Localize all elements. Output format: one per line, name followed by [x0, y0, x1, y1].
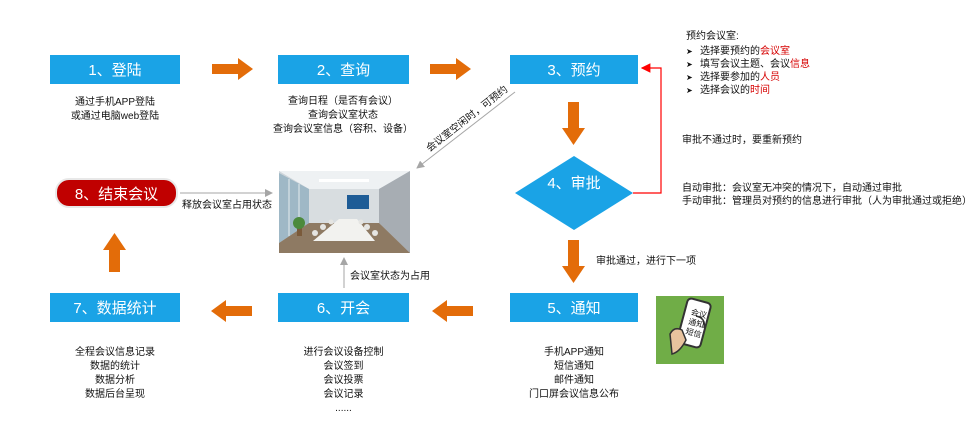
auto-review-line: 手动审批：管理员对预约的信息进行审批（人为审批通过或拒绝） — [682, 196, 972, 207]
auto-review-line: 自动审批：会议室无冲突的情况下，自动通过审批 — [682, 183, 902, 194]
meeting-room-drawing — [279, 171, 410, 253]
arrow-notify-to-meeting — [432, 300, 473, 322]
reserve-note-item: 选择要预约的会议室 — [686, 45, 810, 58]
arrow-login-to-query — [212, 58, 253, 80]
arrow-review-to-notify — [562, 240, 585, 283]
stats-desc-line: 数据后台呈现 — [85, 389, 145, 400]
step-login: 1、登陆 — [50, 55, 180, 84]
reserve-note: 预约会议室: 选择要预约的会议室 填写会议主题、会议信息 选择要参加的人员 选择… — [686, 30, 810, 97]
step-query: 2、查询 — [278, 55, 409, 84]
notify-desc: 手机APP通知 短信通知 邮件通知 门口屏会议信息公布 — [510, 346, 638, 402]
review-diamond — [515, 156, 633, 230]
step-review-text: 4、审批 — [547, 175, 601, 192]
stats-desc-line: 数据的统计 — [90, 361, 140, 372]
login-desc: 通过手机APP登陆 或通过电脑web登陆 — [50, 96, 180, 124]
meeting-desc-line: 会议签到 — [323, 361, 364, 372]
meeting-desc-line: ...... — [335, 403, 352, 414]
auto-review-note: 自动审批：会议室无冲突的情况下，自动通过审批 手动审批：管理员对预约的信息进行审… — [682, 182, 972, 208]
arrow-reserve-to-review — [562, 102, 585, 145]
arrow-meeting-to-stats — [211, 300, 252, 322]
arrow-stats-to-end — [103, 233, 126, 272]
notify-desc-line: 手机APP通知 — [543, 347, 604, 358]
meeting-room-image — [279, 171, 410, 253]
query-desc: 查询日程（是否有会议） 查询会议室状态 查询会议室信息（容积、设备） — [268, 95, 418, 137]
stats-desc: 全程会议信息记录 数据的统计 数据分析 数据后台呈现 — [50, 346, 180, 402]
reject-return-line — [633, 63, 662, 194]
step-reserve: 3、预约 — [510, 55, 638, 84]
meeting-desc-line: 进行会议设备控制 — [303, 347, 384, 358]
stats-desc-line: 全程会议信息记录 — [75, 347, 155, 358]
phone-icon — [669, 297, 712, 355]
query-desc-line: 查询会议室信息（容积、设备） — [273, 124, 413, 135]
pass-note: 审批通过，进行下一项 — [596, 256, 696, 267]
login-desc-line: 或通过电脑web登陆 — [70, 111, 160, 122]
reserve-note-item: 选择要参加的人员 — [686, 71, 810, 84]
step-review-label: 4、审批 — [540, 174, 608, 193]
step-end: 8、结束会议 — [55, 178, 178, 208]
notify-desc-line: 门口屏会议信息公布 — [529, 389, 619, 400]
reject-note: 审批不通过时，要重新预约 — [682, 135, 802, 146]
arrow-query-to-reserve — [430, 58, 471, 80]
reserve-note-title: 预约会议室: — [686, 31, 739, 42]
meeting-desc-line: 会议投票 — [323, 375, 364, 386]
notify-desc-line: 邮件通知 — [554, 375, 594, 386]
meeting-desc: 进行会议设备控制 会议签到 会议投票 会议记录 ...... — [278, 346, 409, 416]
diag-arrow — [416, 91, 516, 169]
meeting-desc-line: 会议记录 — [323, 389, 364, 400]
reserve-note-item: 选择会议的时间 — [686, 84, 810, 97]
reserve-note-item: 填写会议主题、会议信息 — [686, 58, 810, 71]
login-desc-line: 通过手机APP登陆 — [74, 97, 155, 108]
step-meeting: 6、开会 — [278, 293, 409, 322]
occupy-note: 会议室状态为占用 — [350, 271, 430, 282]
stats-desc-line: 数据分析 — [95, 375, 135, 386]
release-note: 释放会议室占用状态 — [182, 200, 272, 211]
query-desc-line: 查询会议室状态 — [308, 110, 378, 121]
notify-desc-line: 短信通知 — [554, 361, 594, 372]
step-stats: 7、数据统计 — [50, 293, 180, 322]
sms-notice-icon: 会议通知短信 — [656, 296, 724, 364]
step-notify: 5、通知 — [510, 293, 638, 322]
query-desc-line: 查询日程（是否有会议） — [288, 96, 398, 107]
